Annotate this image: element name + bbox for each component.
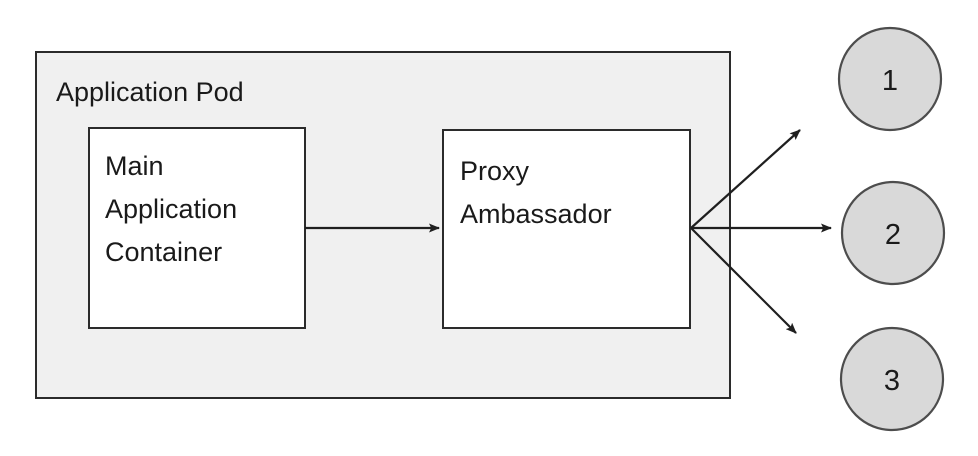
endpoint-3-circle [839,326,945,432]
proxy-to-endpoint-1-arrow [690,129,801,229]
main-application-container-label-line-2: Application [105,194,237,224]
main-application-container-label-line-3: Container [105,237,222,267]
main-application-container-label-line-1: Main [105,151,164,181]
proxy-ambassador-container-box [442,129,691,329]
endpoint-1-circle [837,26,943,132]
proxy-ambassador-container-label-line-2: Ambassador [460,199,612,229]
application-pod-label: Application Pod [56,77,244,107]
proxy-to-endpoint-3-arrow [690,227,797,334]
main-application-container-box [88,127,306,329]
endpoint-2-circle [840,180,946,286]
endpoint-1-label: 1 [882,65,898,97]
endpoint-3-label: 3 [884,365,900,397]
endpoint-2-label: 2 [885,219,901,251]
proxy-ambassador-container-label-line-1: Proxy [460,156,530,186]
